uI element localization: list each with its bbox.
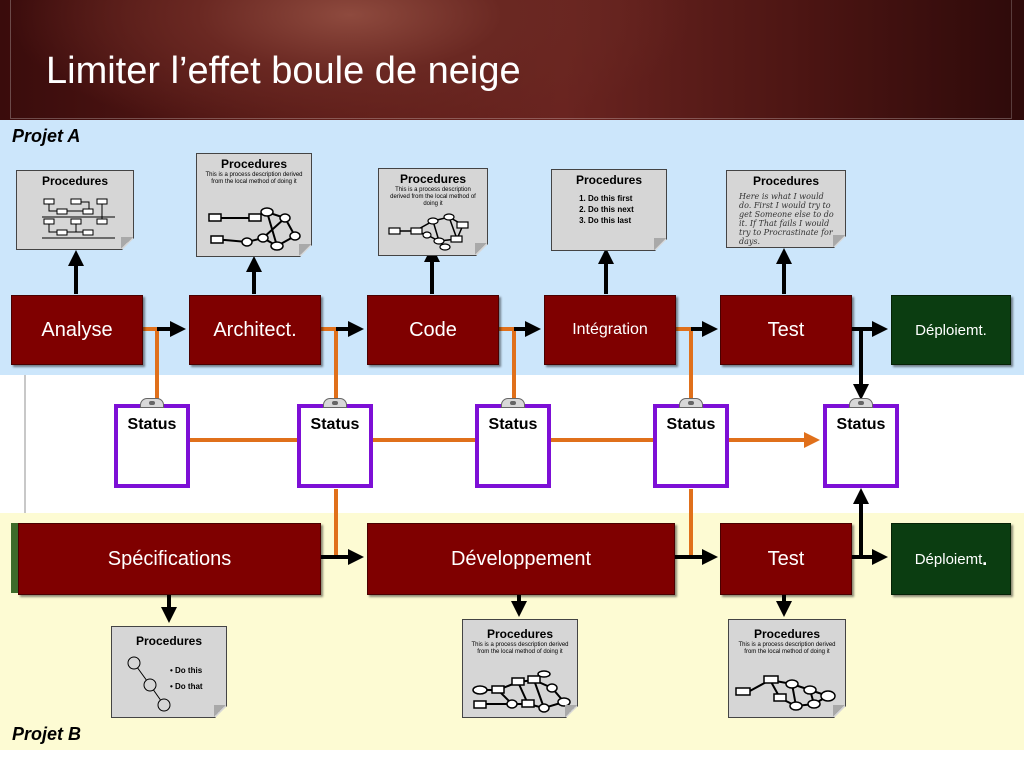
connector-analyse-status — [141, 327, 159, 404]
header-banner — [0, 0, 1024, 120]
step-test-a-label: Test — [767, 318, 805, 341]
connector-status-developpement — [689, 489, 704, 559]
procedure-handwritten-note: Here is what I would do. First I would t… — [739, 192, 834, 246]
status-clipboard-5: Status — [823, 398, 899, 488]
status-clipboard-4: Status — [653, 398, 729, 488]
procedure-bullet-item: • Do that — [170, 682, 203, 691]
step-deploy-b: Déploiemt. — [891, 523, 1011, 595]
step-developpement: Développement — [367, 523, 675, 595]
procedure-description: This is a process description derived fr… — [390, 187, 476, 207]
spec-side-accent — [11, 523, 18, 593]
step-test-b-label: Test — [767, 547, 805, 570]
procedure-list-item: Do this first — [588, 193, 666, 204]
procedure-title: Procedures — [220, 157, 288, 171]
procedure-title: Procedures — [575, 173, 643, 187]
connector-architect-status — [320, 327, 338, 404]
step-analyse-label: Analyse — [41, 318, 113, 341]
step-architect-label: Architect. — [213, 318, 297, 341]
step-code: Code — [367, 295, 499, 365]
connector-status-specifications — [334, 489, 349, 559]
step-test-b: Test — [720, 523, 852, 595]
step-deploy-a-label: Déploiemt. — [915, 321, 987, 339]
status-clipboard-3: Status — [475, 398, 551, 488]
procedure-list-item: Do this last — [588, 215, 666, 226]
process-graph-icon — [387, 211, 477, 251]
flowchart-icon — [39, 197, 119, 243]
procedure-description: This is a process description derived fr… — [738, 642, 836, 655]
procedure-description: This is a process description derived fr… — [471, 642, 569, 655]
procedure-description: This is a process description derived fr… — [205, 172, 303, 185]
step-integration: Intégration — [544, 295, 676, 365]
step-architect: Architect. — [189, 295, 321, 365]
step-deploy-b-dot: . — [982, 548, 988, 569]
status-label-3: Status — [488, 416, 538, 433]
procedure-bullet-text: Do this — [175, 666, 203, 675]
procedure-doc-test: Procedures Here is what I would do. Firs… — [726, 170, 846, 248]
clipboard-clip-icon — [849, 398, 873, 408]
procedure-doc-specifications: Procedures • Do this • Do that — [111, 626, 227, 718]
process-graph-icon — [207, 206, 303, 252]
clipboard-clip-icon — [501, 398, 525, 408]
status-clipboard-1: Status — [114, 398, 190, 488]
procedure-doc-developpement: Procedures This is a process description… — [462, 619, 578, 718]
step-specifications: Spécifications — [18, 523, 321, 595]
connector-code-status — [498, 327, 516, 404]
procedure-title: Procedures — [399, 172, 467, 186]
procedure-doc-code: Procedures This is a process description… — [378, 168, 488, 256]
procedure-title: Procedures — [753, 627, 821, 641]
connector-integration-status — [675, 327, 693, 404]
step-analyse: Analyse — [11, 295, 143, 365]
page-title: Limiter l’effet boule de neige — [46, 50, 521, 92]
step-deploy-b-label: Déploiemt — [914, 550, 983, 568]
procedure-bullet-item: • Do this — [170, 666, 203, 675]
procedure-title: Procedures — [752, 174, 820, 188]
step-test-a: Test — [720, 295, 852, 365]
flow-arrows — [68, 246, 888, 623]
procedure-title: Procedures — [41, 174, 109, 188]
process-graph-icon — [468, 670, 572, 716]
clipboard-clip-icon — [679, 398, 703, 408]
procedure-doc-analyse: Procedures — [16, 170, 134, 250]
header-frame — [10, 0, 1012, 119]
divider-line — [24, 375, 26, 513]
sequence-diagram-icon — [124, 653, 174, 719]
procedure-bullet-text: Do that — [175, 682, 203, 691]
procedure-title: Procedures — [486, 627, 554, 641]
status-label-2: Status — [310, 416, 360, 433]
procedure-doc-test-b: Procedures This is a process description… — [728, 619, 846, 718]
project-b-label: Projet B — [12, 724, 82, 744]
procedure-doc-architect: Procedures This is a process description… — [196, 153, 312, 257]
procedure-numbered-list: Do this first Do this next Do this last — [552, 193, 666, 226]
step-integration-label: Intégration — [572, 321, 648, 338]
procedure-doc-integration: Procedures Do this first Do this next Do… — [551, 169, 667, 251]
status-label-5: Status — [836, 416, 886, 433]
step-developpement-label: Développement — [450, 547, 592, 570]
project-a-label: Projet A — [12, 126, 81, 146]
status-clipboard-2: Status — [297, 398, 373, 488]
process-graph-icon — [734, 670, 838, 716]
step-deploy-a: Déploiemt. — [891, 295, 1011, 365]
procedure-title: Procedures — [135, 634, 203, 648]
procedure-list-item: Do this next — [588, 204, 666, 215]
step-code-label: Code — [409, 318, 457, 341]
clipboard-clip-icon — [323, 398, 347, 408]
status-label-4: Status — [666, 416, 716, 433]
step-specifications-label: Spécifications — [107, 547, 232, 570]
clipboard-clip-icon — [140, 398, 164, 408]
status-label-1: Status — [127, 416, 177, 433]
procedure-bullet-list: • Do this • Do that — [170, 663, 203, 695]
